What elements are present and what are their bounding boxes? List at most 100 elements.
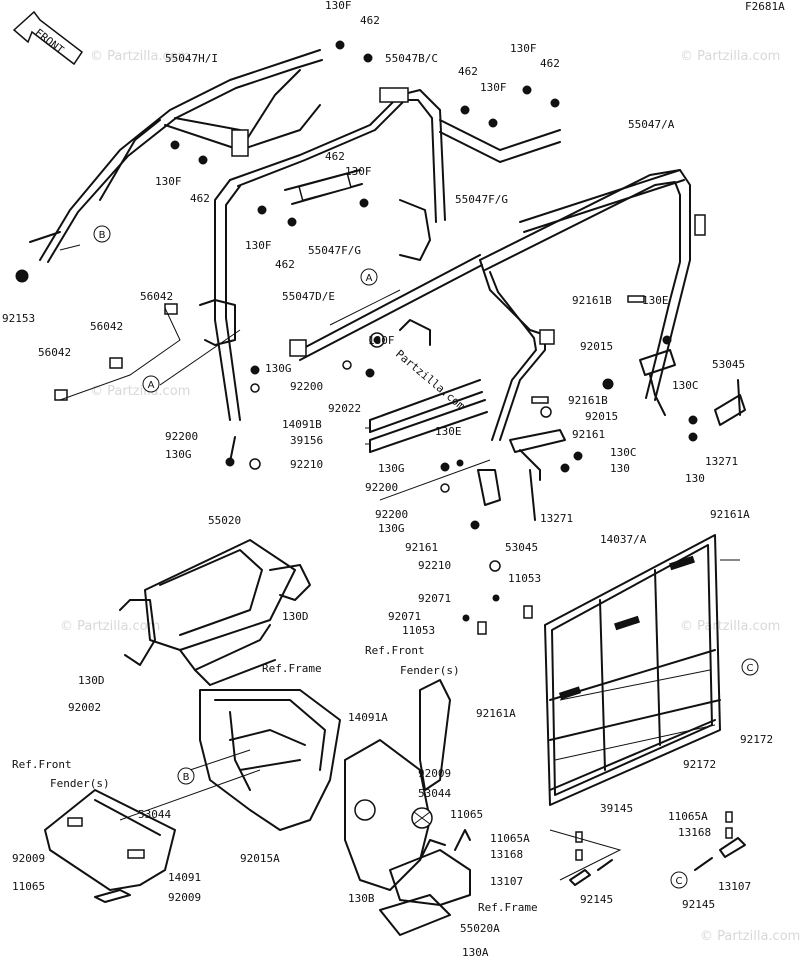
part-label: 462	[458, 65, 478, 78]
part-label: 130G	[378, 462, 405, 475]
part-label: 92009	[12, 852, 45, 865]
svg-text:B: B	[183, 772, 190, 783]
callout-b-2: B	[177, 767, 195, 785]
part-label: 11065A	[668, 810, 708, 823]
brackets-right	[477, 349, 746, 521]
part-label: 56042	[140, 290, 173, 303]
part-label: 130C	[672, 379, 699, 392]
knob-11065	[411, 807, 433, 829]
part-label: 55047F/G	[308, 244, 361, 257]
part-label: 55047H/I	[165, 52, 218, 65]
part-label: 92172	[683, 758, 716, 771]
watermark: © Partzilla.com	[700, 929, 800, 944]
support-bars	[369, 379, 488, 453]
part-label: 53045	[712, 358, 745, 371]
part-label: 13168	[490, 848, 523, 861]
part-label: 130F	[345, 165, 372, 178]
svg-text:C: C	[676, 876, 683, 887]
part-label: 56042	[38, 346, 71, 359]
part-label: 53044	[418, 787, 451, 800]
part-label: 462	[540, 57, 560, 70]
part-label: 92009	[418, 767, 451, 780]
seal-39145	[549, 719, 716, 791]
part-label: 130E	[642, 294, 669, 307]
part-label: 130F	[325, 0, 352, 12]
part-label: 130	[685, 472, 705, 485]
part-label: 55047B/C	[385, 52, 438, 65]
front-arrow-icon: FRONT	[12, 10, 84, 66]
part-label: 92210	[290, 458, 323, 471]
callout-c-1: C	[741, 658, 759, 676]
part-label: 130B	[348, 892, 375, 905]
seat-base	[379, 829, 471, 936]
part-label: 92015A	[240, 852, 280, 865]
diagram-code: F2681A	[745, 0, 785, 13]
part-label: Ref.Frame	[478, 901, 538, 914]
part-label: 130F	[368, 334, 395, 347]
part-label: 92145	[682, 898, 715, 911]
svg-text:C: C	[747, 663, 754, 674]
part-label: 13168	[678, 826, 711, 839]
part-label: 92161A	[476, 707, 516, 720]
part-label: 92009	[168, 891, 201, 904]
part-label: 11065	[450, 808, 483, 821]
part-label: 92002	[68, 701, 101, 714]
roll-bar-upper-55047bc	[214, 87, 446, 421]
part-label: 92161B	[572, 294, 612, 307]
part-label: 13107	[718, 880, 751, 893]
part-label: 130A	[462, 946, 489, 959]
roll-bar-crossbar-55047fg	[284, 119, 561, 205]
fasteners	[15, 40, 698, 635]
part-label: 130F	[245, 239, 272, 252]
part-label: 55020A	[460, 922, 500, 935]
part-label: 130	[610, 462, 630, 475]
part-label: 13271	[540, 512, 573, 525]
part-label: 39156	[290, 434, 323, 447]
part-label: Ref.Front	[365, 644, 425, 657]
part-label: 39145	[600, 802, 633, 815]
part-label: 462	[325, 150, 345, 163]
part-label: 14091B	[282, 418, 322, 431]
part-labels: 130F 462 55047H/I 55047B/C 130F 462 462 …	[2, 0, 773, 959]
part-label: 130D	[282, 610, 309, 623]
part-label: 55047/A	[628, 118, 675, 131]
part-label: 462	[275, 258, 295, 271]
brace-55047de	[289, 254, 483, 361]
watermark: © Partzilla.com	[90, 384, 190, 399]
part-label: 55020	[208, 514, 241, 527]
part-label: 92071	[388, 610, 421, 623]
part-label: 14091A	[348, 711, 388, 724]
part-label: 130G	[265, 362, 292, 375]
watermark-center: Partzilla.com	[393, 347, 468, 413]
svg-text:A: A	[366, 273, 373, 284]
sticker-56042	[54, 303, 181, 401]
svg-text:A: A	[148, 380, 155, 391]
small-parts-right	[569, 811, 746, 886]
part-label: 56042	[90, 320, 123, 333]
part-label: 55047F/G	[455, 193, 508, 206]
part-label: 13271	[705, 455, 738, 468]
part-label: 130F	[155, 175, 182, 188]
part-label: 13107	[490, 875, 523, 888]
part-label: 462	[360, 14, 380, 27]
callout-c-2: C	[670, 871, 688, 889]
part-label: 92161A	[710, 508, 750, 521]
part-label: 92200	[365, 481, 398, 494]
watermark: © Partzilla.com	[90, 49, 190, 64]
watermark: © Partzilla.com	[680, 619, 780, 634]
part-label: 92200	[290, 380, 323, 393]
part-label: Fender(s)	[400, 664, 460, 677]
part-label: Ref.Front	[12, 758, 72, 771]
part-label: 92015	[580, 340, 613, 353]
part-label: 11053	[508, 572, 541, 585]
part-label: 92200	[165, 430, 198, 443]
watermark: © Partzilla.com	[60, 619, 160, 634]
part-label: 92022	[328, 402, 361, 415]
part-label: 130G	[378, 522, 405, 535]
part-label: 14037/A	[600, 533, 647, 546]
part-label: 130E	[435, 425, 462, 438]
part-label: 92200	[375, 508, 408, 521]
callout-b-1: B	[93, 225, 111, 243]
part-label: 92071	[418, 592, 451, 605]
